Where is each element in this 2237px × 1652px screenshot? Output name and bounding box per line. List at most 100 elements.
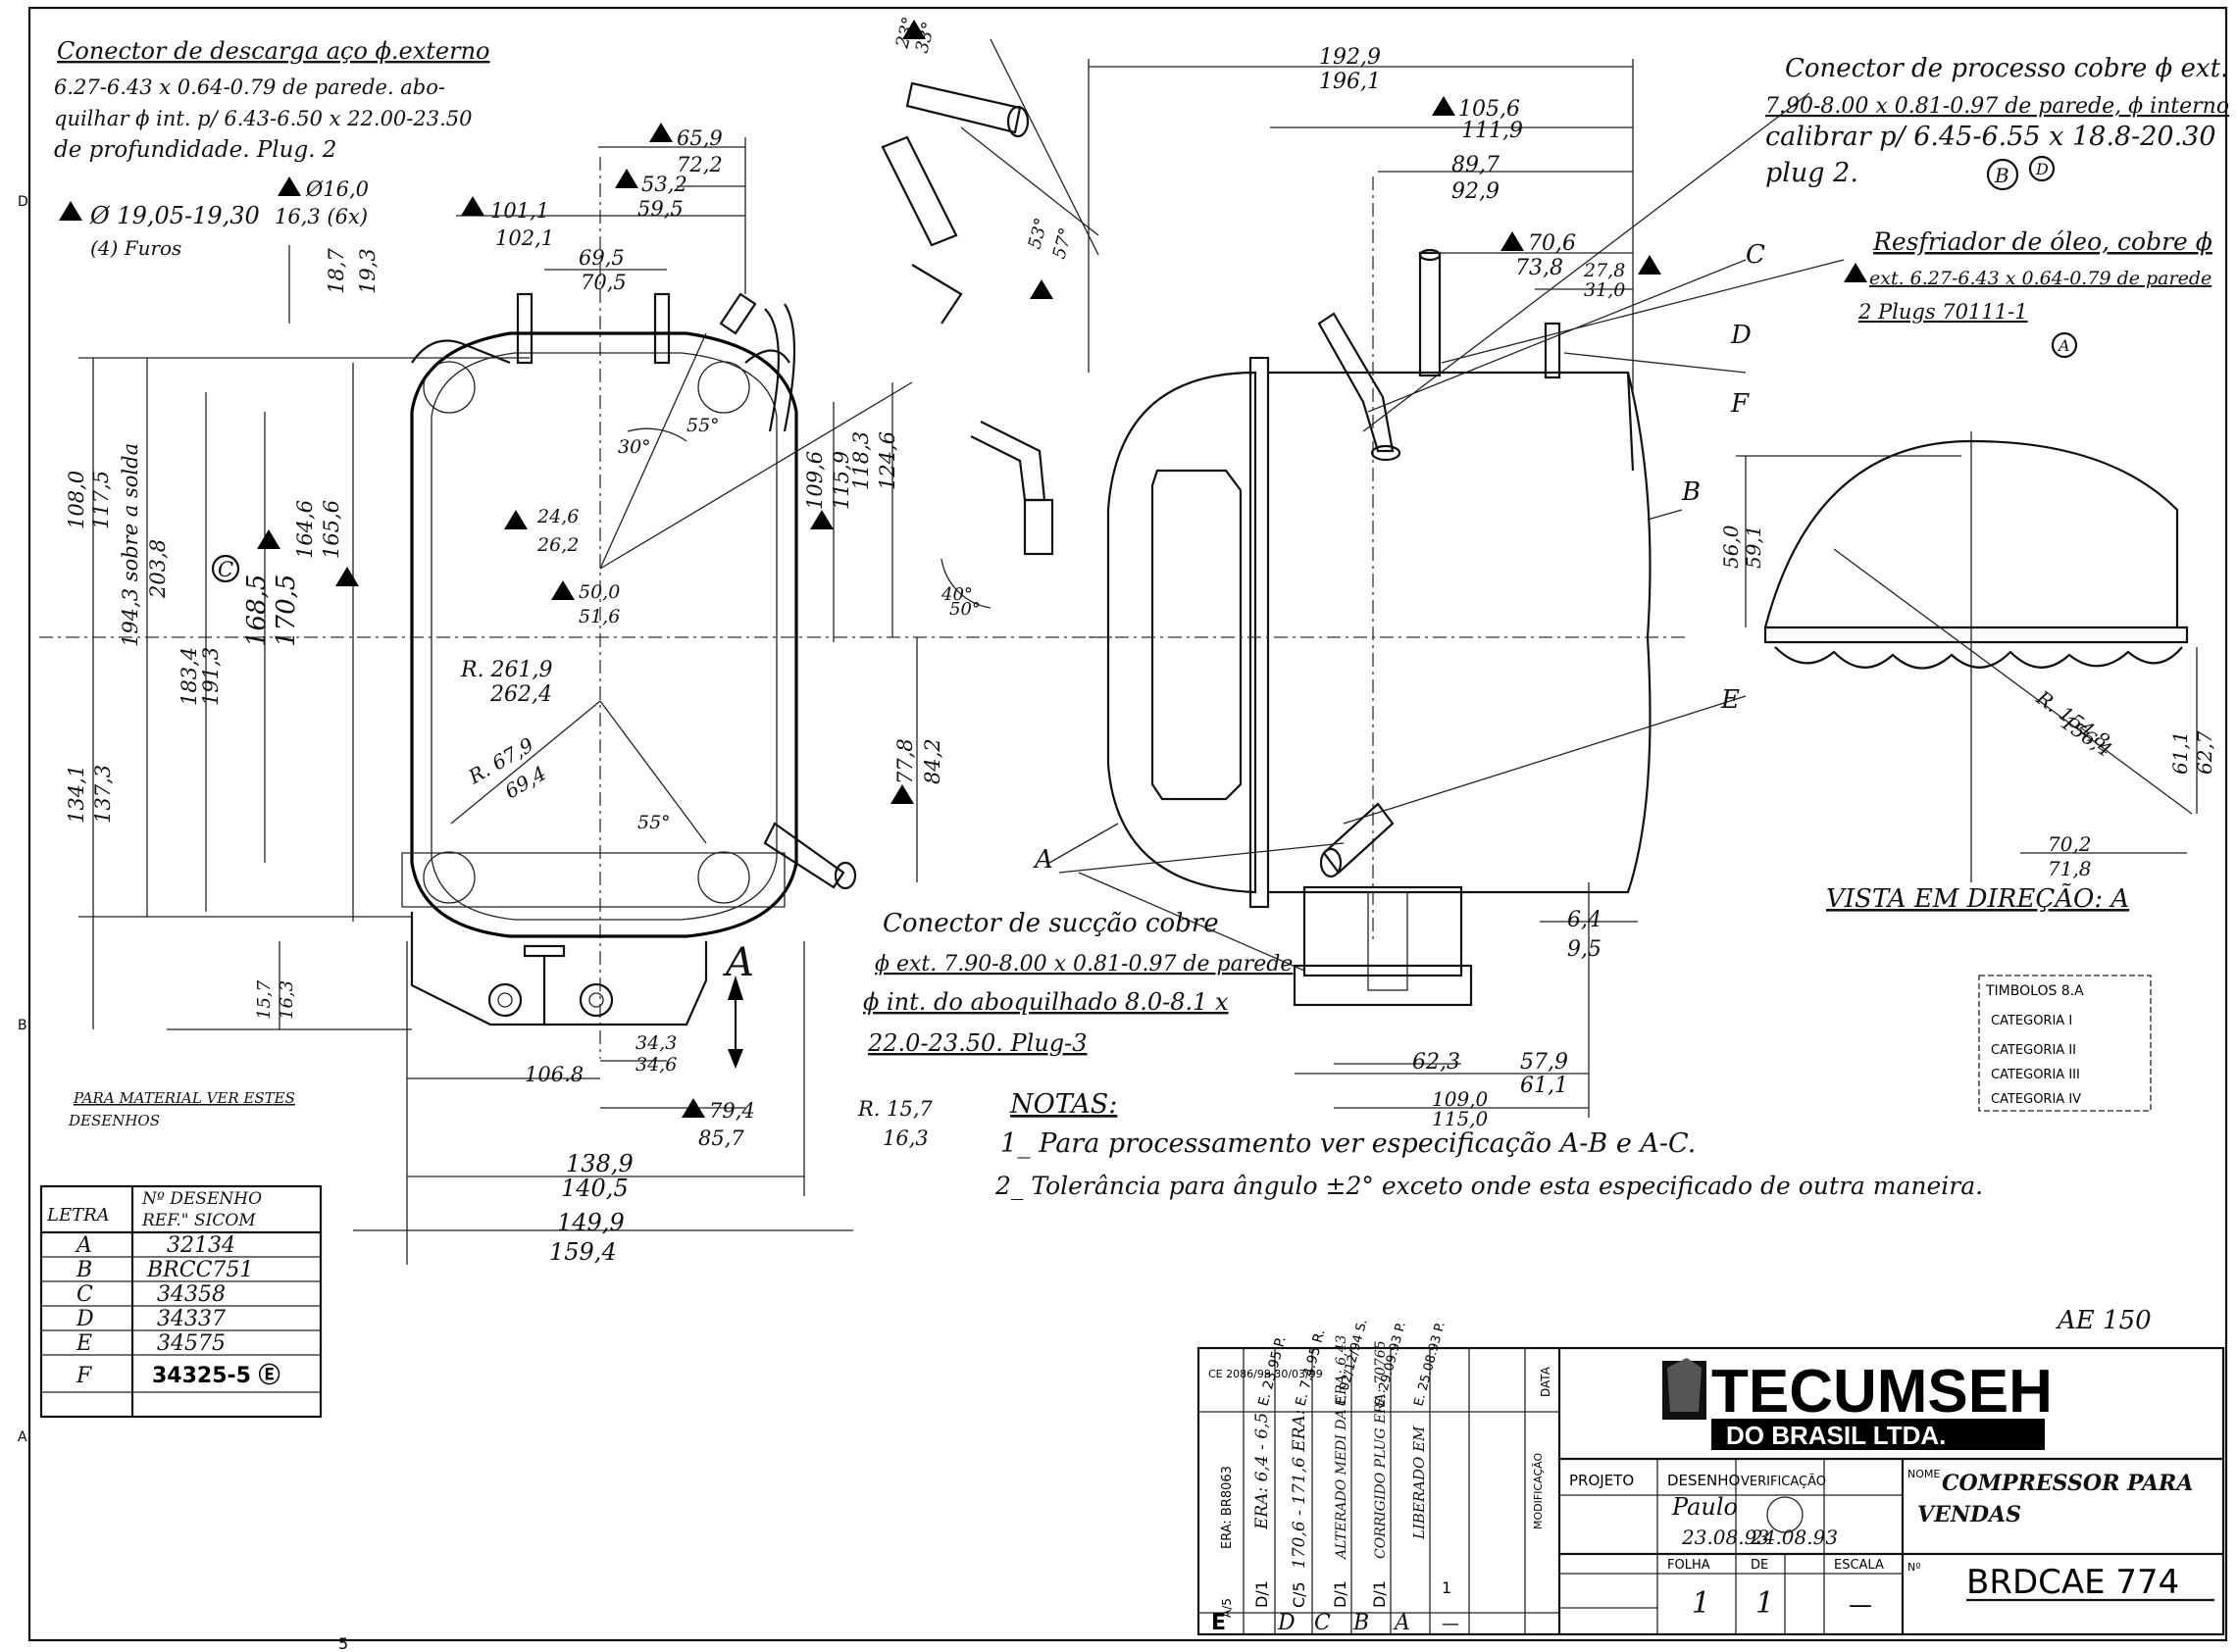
process-note-line1: Conector de processo cobre ϕ ext. [1785, 54, 2228, 83]
indian-head-logo-icon [1667, 1358, 1702, 1412]
svg-text:34,6: 34,6 [636, 1054, 677, 1076]
circled-b-label: B [1994, 164, 2009, 187]
svg-text:VERIFICAÇÃO: VERIFICAÇÃO [1741, 1474, 1826, 1489]
svg-text:57,9: 57,9 [1520, 1050, 1568, 1075]
svg-text:70,5: 70,5 [581, 271, 627, 294]
svg-text:16,3: 16,3 [277, 980, 297, 1020]
drawing-number: BRDCAE 774 [1966, 1563, 2179, 1602]
svg-text:109,6: 109,6 [803, 451, 827, 510]
ref-row-a: 32134 [167, 1233, 235, 1258]
discharge-note-line3: quilhar ϕ int. p/ 6.43-6.50 x 22.00-23.5… [54, 107, 473, 130]
svg-text:102,1: 102,1 [495, 226, 554, 250]
ae-code: AE 150 [2056, 1306, 2152, 1335]
svg-text:6,4: 6,4 [1567, 908, 1601, 932]
svg-text:LIBERADO EM: LIBERADO EM [1410, 1426, 1428, 1540]
svg-text:16,3 (6x): 16,3 (6x) [275, 205, 368, 228]
date-verificacao: 24.08.93 [1750, 1526, 1838, 1549]
svg-text:111,9: 111,9 [1461, 119, 1523, 143]
side-view [1048, 59, 1845, 1118]
svg-text:59,1: 59,1 [1742, 525, 1765, 569]
svg-text:115,9: 115,9 [830, 451, 853, 510]
svg-text:PROJETO: PROJETO [1569, 1472, 1634, 1489]
svg-text:ESCALA: ESCALA [1834, 1558, 1884, 1573]
svg-text:FOLHA: FOLHA [1667, 1558, 1710, 1573]
svg-text:56,0: 56,0 [1719, 525, 1743, 569]
vista-a-view [1736, 431, 2198, 882]
svg-text:C: C [218, 558, 233, 581]
svg-text:69,5: 69,5 [579, 246, 625, 270]
letter-table: LETRA Nº DESENHO REF." SICOM A 32134 B B… [39, 1184, 323, 1419]
svg-text:A: A [1393, 1611, 1410, 1635]
letter-row-e: E [76, 1331, 92, 1356]
front-view [39, 137, 1118, 1265]
svg-text:ERA: BR8063: ERA: BR8063 [1220, 1466, 1235, 1549]
designer-signature: Paulo [1671, 1493, 1738, 1521]
svg-text:D: D [1730, 321, 1752, 350]
svg-text:108,0: 108,0 [65, 471, 88, 529]
svg-text:196,1: 196,1 [1319, 70, 1381, 94]
svg-text:106.8: 106.8 [525, 1063, 584, 1086]
svg-text:137,3: 137,3 [91, 765, 115, 824]
shell-outline [410, 331, 798, 938]
svg-text:D/1: D/1 [1252, 1580, 1271, 1608]
ref-row-e: 34575 [157, 1331, 226, 1356]
svg-text:55°: 55° [637, 812, 671, 833]
svg-text:57°: 57° [1049, 225, 1078, 261]
holes-count: (4) Furos [90, 236, 181, 260]
oil-cooler-line3: 2 Plugs 70111-1 [1857, 300, 2028, 324]
svg-text:D/1: D/1 [1370, 1580, 1389, 1608]
svg-text:A/5: A/5 [1220, 1598, 1234, 1618]
circled-d-label: D [2035, 160, 2049, 178]
tube-details [881, 38, 1099, 556]
svg-text:194,3 sobre a solda: 194,3 sobre a solda [119, 443, 142, 647]
border-marker-b: B [18, 1018, 27, 1033]
svg-text:124,6: 124,6 [876, 431, 899, 490]
svg-text:159,4: 159,4 [549, 1238, 617, 1266]
arrow-a-label: A [722, 940, 754, 985]
svg-text:CATEGORIA II: CATEGORIA II [1991, 1043, 2076, 1058]
process-note-line4: plug 2. [1765, 158, 1858, 188]
svg-text:D/1: D/1 [1331, 1580, 1349, 1608]
svg-text:117,5: 117,5 [89, 471, 113, 529]
svg-text:70,6: 70,6 [1528, 231, 1576, 256]
ref-row-f: 34325-5 Ⓔ [152, 1363, 280, 1388]
suction-note-line3: ϕ int. do aboquilhado 8.0-8.1 x [863, 988, 1229, 1016]
svg-text:85,7: 85,7 [698, 1126, 744, 1150]
svg-text:24,6: 24,6 [536, 506, 579, 527]
svg-text:ALTERADO MEDI DA ERA: 6,43: ALTERADO MEDI DA ERA: 6,43 [1334, 1335, 1349, 1561]
svg-text:D: D [1277, 1611, 1296, 1635]
discharge-note-line4: de profundidade. Plug. 2 [54, 137, 336, 163]
svg-text:9,5: 9,5 [1567, 937, 1601, 962]
svg-text:31,0: 31,0 [1584, 279, 1625, 301]
svg-text:CATEGORIA III: CATEGORIA III [1991, 1068, 2080, 1082]
svg-text:79,4: 79,4 [709, 1099, 755, 1123]
svg-text:61,1: 61,1 [1520, 1074, 1568, 1098]
svg-text:191,3: 191,3 [199, 647, 223, 706]
svg-text:19,3: 19,3 [356, 248, 380, 294]
material-note-line1: PARA MATERIAL VER ESTES [73, 1089, 295, 1107]
sheet-total: 1 [1755, 1586, 1774, 1621]
svg-text:DE: DE [1751, 1558, 1768, 1573]
svg-text:62,7: 62,7 [2193, 730, 2216, 775]
svg-text:109,0: 109,0 [1432, 1087, 1489, 1111]
svg-text:ERA: 6,4 - 6,5: ERA: 6,4 - 6,5 [1252, 1413, 1272, 1530]
svg-text:30°: 30° [618, 436, 651, 458]
notas-title: NOTAS: [1009, 1089, 1117, 1120]
company-subname: DO BRASIL LTDA. [1726, 1421, 1946, 1450]
svg-text:73,8: 73,8 [1515, 256, 1563, 280]
svg-text:59,5: 59,5 [637, 197, 684, 221]
svg-text:92,9: 92,9 [1451, 179, 1500, 204]
drawing-title-2: VENDAS [1917, 1502, 2021, 1527]
suction-note-line4: 22.0-23.50. Plug-3 [867, 1029, 1088, 1057]
svg-text:DATA: DATA [1539, 1366, 1552, 1397]
svg-text:262,4: 262,4 [489, 682, 552, 707]
svg-text:16,3: 16,3 [883, 1126, 929, 1150]
svg-text:27,8: 27,8 [1583, 260, 1625, 281]
svg-text:55°: 55° [686, 415, 720, 436]
svg-text:183,4: 183,4 [178, 647, 201, 706]
svg-text:C: C [1746, 240, 1765, 270]
side-view-dimensions: 192,9 196,1 105,6 111,9 89,7 92,9 70,6 7… [1033, 45, 1765, 1130]
nota-1: 1_ Para processamento ver especificação … [1000, 1128, 1696, 1159]
svg-text:164,6: 164,6 [293, 500, 317, 559]
